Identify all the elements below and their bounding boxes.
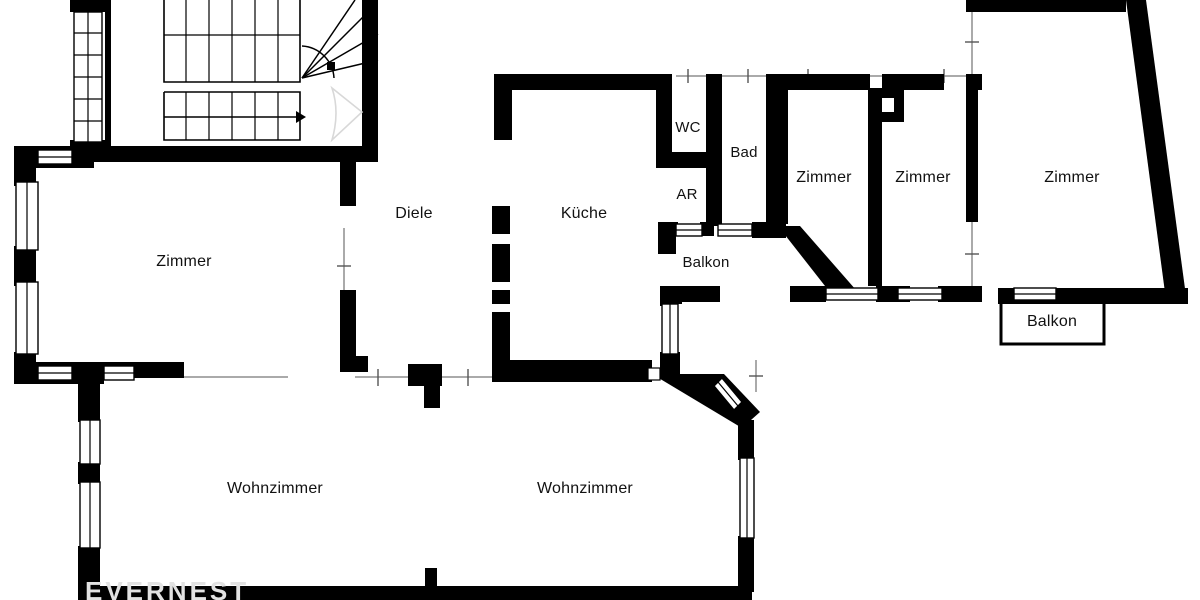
wall-opening-marker: [647, 367, 661, 381]
window-wohnzimmer-left-upper: [79, 419, 101, 465]
room-label-ar: AR: [676, 186, 697, 203]
view-direction-marker: [330, 85, 364, 143]
window-zimmer-left-lower: [15, 281, 39, 355]
window-zimmer-left-upper: [15, 181, 39, 251]
window-zimmer-diagonal: [825, 287, 879, 301]
window-wohnzimmer-diagonal: [713, 376, 743, 412]
newel-post: [327, 62, 335, 70]
window-ar-door: [675, 223, 703, 237]
stair-direction-arrow: [296, 111, 306, 123]
room-label-zimmer-rechts: Zimmer: [1044, 169, 1100, 186]
room-label-zimmer-left: Zimmer: [156, 253, 212, 270]
room-label-bad: Bad: [730, 144, 757, 161]
window-stairwell-left: [73, 11, 103, 143]
window-zimmer-left-bottom: [37, 365, 73, 381]
window-balkon-middle-door: [661, 303, 679, 355]
room-label-balkon-rechts: Balkon: [1027, 313, 1077, 330]
room-labels: Zimmer Diele Küche WC Bad AR Balkon Zimm…: [156, 119, 1100, 497]
window-wohnzimmer-middle-right: [739, 457, 755, 539]
winder-steps: [301, 0, 379, 79]
window-wohnzimmer-left-lower: [79, 481, 101, 549]
window-bad-door: [717, 223, 753, 237]
room-label-balkon-mitte: Balkon: [682, 254, 729, 271]
window-balkon-right-door: [1013, 287, 1057, 301]
windows: [15, 11, 1057, 549]
room-label-zimmer-mitte-2: Zimmer: [895, 169, 951, 186]
room-label-kueche: Küche: [561, 205, 607, 222]
window-zimmer2-bottom: [897, 287, 943, 301]
wall-structure: [14, 0, 1188, 600]
room-label-wohnzimmer-links: Wohnzimmer: [227, 480, 323, 497]
window-wohnzimmer-left-top: [103, 365, 135, 381]
balcony-right-outline: [999, 300, 1106, 346]
room-label-wc: WC: [675, 119, 700, 136]
dimension-lines: [170, 6, 979, 392]
staircase: [163, 0, 379, 143]
room-label-diele: Diele: [395, 205, 432, 222]
room-label-zimmer-mitte-1: Zimmer: [796, 169, 852, 186]
window-zimmer-left-top: [37, 149, 73, 165]
watermark-evernest: EVERNEST: [85, 576, 249, 600]
room-label-wohnzimmer-mitte: Wohnzimmer: [537, 480, 633, 497]
